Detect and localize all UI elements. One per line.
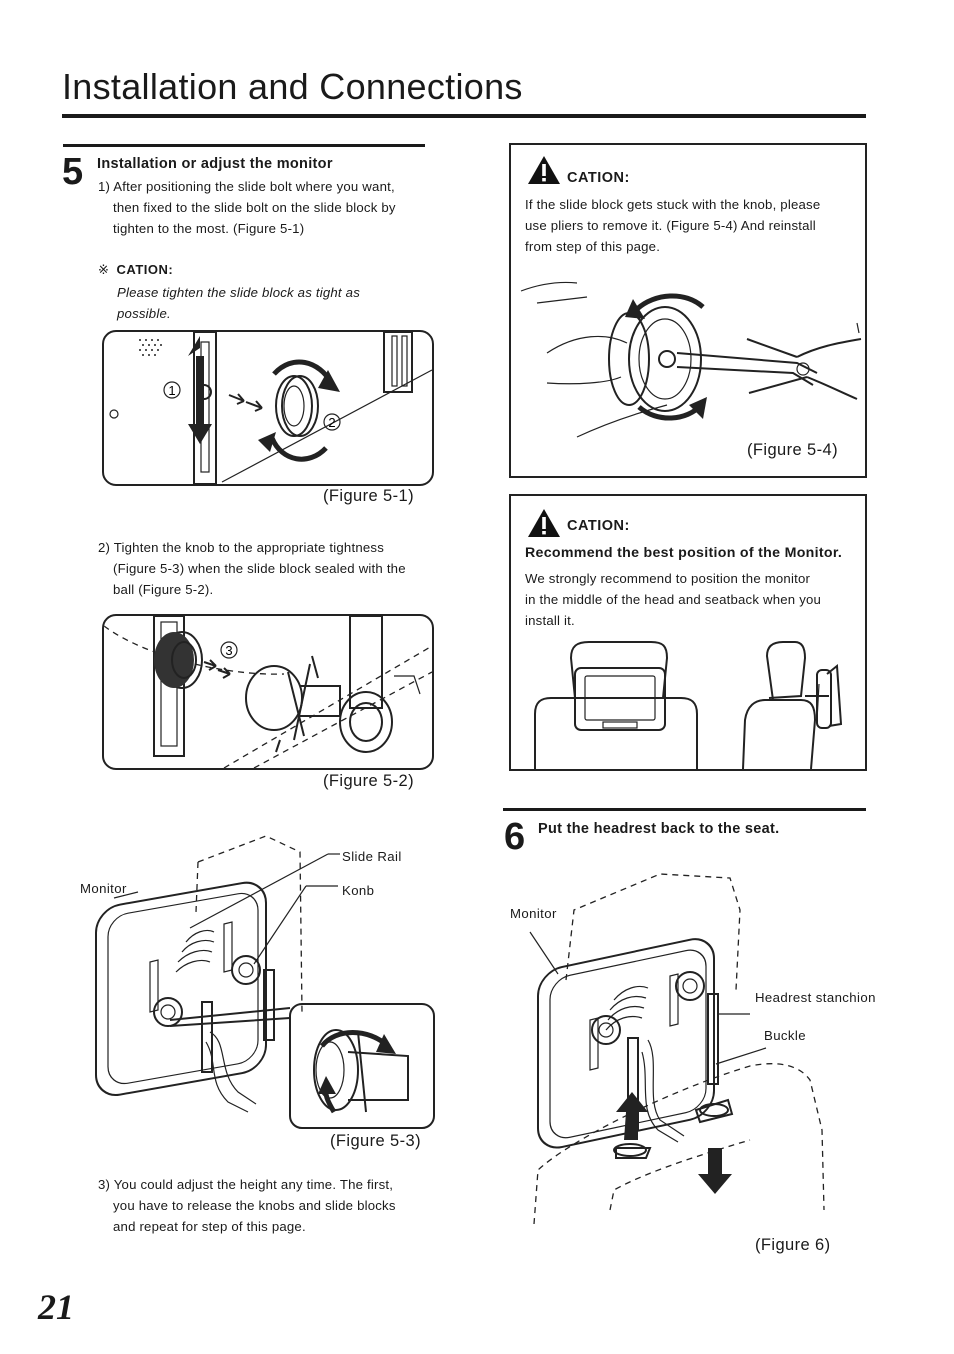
section5-number: 5 <box>62 151 84 193</box>
figure-5-2: 3 <box>102 614 434 770</box>
fig3-label-knob: Konb <box>342 883 375 898</box>
section5-step3: 3) You could adjust the height any time.… <box>98 1174 443 1237</box>
section5-caution-text: Please tighten the slide block as tight … <box>117 282 417 324</box>
figure-6-illustration <box>529 873 825 1225</box>
fig2-mark-3: 3 <box>225 643 232 658</box>
fig6-label-buckle: Buckle <box>764 1028 806 1043</box>
step1-line1: 1) After positioning the slide bolt wher… <box>98 179 395 194</box>
caution-box-1-line1: If the slide block gets stuck with the k… <box>525 197 821 212</box>
caution-box-2-line1: We strongly recommend to position the mo… <box>525 571 811 586</box>
step3-line2: you have to release the knobs and slide … <box>113 1198 396 1213</box>
fig3-label-monitor: Monitor <box>80 881 127 896</box>
step2-line2: (Figure 5-3) when the slide block sealed… <box>113 561 406 576</box>
section6-number: 6 <box>504 816 526 858</box>
fig6-label-monitor: Monitor <box>510 906 557 921</box>
caution-box-1-line3: from step of this page. <box>525 239 661 254</box>
caution-box-2-label: CATION: <box>567 518 630 534</box>
figure-5-3-illustration <box>95 835 435 1129</box>
caution-symbol-icon: ※ <box>98 262 109 277</box>
caution-line2: possible. <box>117 306 171 321</box>
step3-line1: 3) You could adjust the height any time.… <box>98 1177 394 1192</box>
page-number: 21 <box>38 1287 74 1327</box>
step1-line3: tighten to the most. (Figure 5-1) <box>113 221 305 236</box>
figure-5-4-caption: (Figure 5-4) <box>747 441 838 459</box>
step1-line2: then fixed to the slide bolt on the slid… <box>113 200 396 215</box>
page-title: Installation and Connections <box>62 66 523 107</box>
figure-5-3 <box>78 832 438 1132</box>
figure-5-1: 1 2 <box>102 330 434 486</box>
caution-box-2-text: We strongly recommend to position the mo… <box>525 568 865 631</box>
caution-box-1-label: CATION: <box>567 170 630 186</box>
section6-rule <box>503 808 866 811</box>
step3-line3: and repeat for step of this page. <box>113 1219 306 1234</box>
warning-triangle-icon <box>528 509 560 537</box>
warning-triangle-icon <box>528 156 560 184</box>
fig1-mark-1: 1 <box>168 383 175 398</box>
caution-box-1-text: If the slide block gets stuck with the k… <box>525 194 865 257</box>
caution-box-2-line3: install it. <box>525 613 575 628</box>
section5-caution: ※ CATION: <box>98 262 173 278</box>
step2-line1: 2) Tighten the knob to the appropriate t… <box>98 540 384 555</box>
section5-step2: 2) Tighten the knob to the appropriate t… <box>98 537 443 600</box>
section5-heading: Installation or adjust the monitor <box>97 156 333 172</box>
step2-line3: ball (Figure 5-2). <box>113 582 214 597</box>
caution-box-1-line2: use pliers to remove it. (Figure 5-4) An… <box>525 218 816 233</box>
figure-5-2-illustration: 3 <box>104 616 432 768</box>
figure-5-2-caption: (Figure 5-2) <box>323 772 414 790</box>
caution-box-2-subheading: Recommend the best position of the Monit… <box>525 545 843 561</box>
figure-5-4-illustration <box>520 281 862 438</box>
section5-step1: 1) After positioning the slide bolt wher… <box>98 176 438 239</box>
figure-5-1-caption: (Figure 5-1) <box>323 487 414 505</box>
caution-box-1: CATION: If the slide block gets stuck wi… <box>509 143 867 478</box>
fig1-mark-2: 2 <box>328 415 335 430</box>
section5-rule <box>63 144 425 147</box>
caution-box-2-line2: in the middle of the head and seatback w… <box>525 592 822 607</box>
figure-6-caption: (Figure 6) <box>755 1236 831 1254</box>
fig6-label-stanchion: Headrest stanchion <box>755 990 876 1005</box>
section5-caution-label: CATION: <box>116 262 174 277</box>
title-rule <box>62 114 866 118</box>
monitor-position-illustration <box>534 641 843 769</box>
section6-heading: Put the headrest back to the seat. <box>538 821 780 837</box>
figure-5-1-illustration: 1 2 <box>109 332 432 484</box>
caution-box-2: CATION: Recommend the best position of t… <box>509 494 867 771</box>
fig3-label-slide-rail: Slide Rail <box>342 849 402 864</box>
figure-5-3-caption: (Figure 5-3) <box>330 1132 421 1150</box>
caution-line1: Please tighten the slide block as tight … <box>117 285 360 300</box>
figure-6 <box>510 870 930 1230</box>
